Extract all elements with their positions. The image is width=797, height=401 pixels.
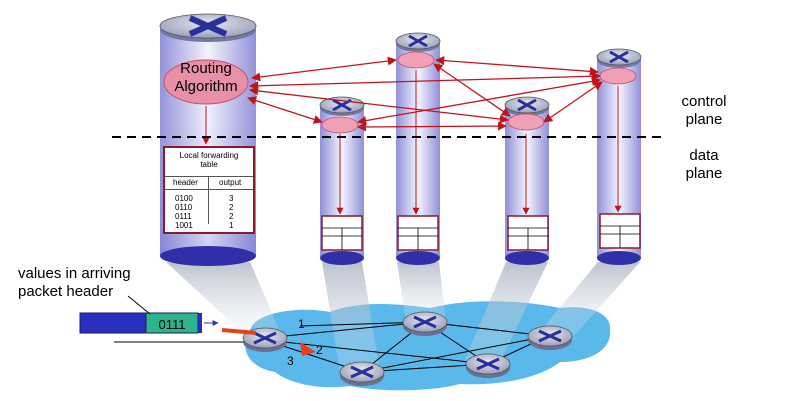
packet-header-value: 0111 bbox=[158, 317, 186, 332]
beam-main bbox=[166, 262, 282, 336]
cylinder-3 bbox=[395, 32, 441, 265]
control-arrows bbox=[247, 56, 603, 132]
beam-c3 bbox=[397, 262, 446, 322]
forwarding-table-title: Local forwarding table bbox=[179, 151, 239, 169]
beam-c5 bbox=[536, 262, 640, 336]
link-number-1: 1 bbox=[298, 317, 305, 331]
beam-c2 bbox=[322, 262, 380, 372]
network-router-3 bbox=[339, 361, 385, 386]
forwarding-table-divider bbox=[208, 176, 209, 224]
network-router-2 bbox=[402, 311, 448, 336]
values-pointer bbox=[127, 295, 151, 315]
data-plane-label: data plane bbox=[685, 147, 723, 182]
forward-arrow bbox=[300, 342, 316, 356]
row-output: 2 bbox=[229, 203, 234, 212]
row-output: 2 bbox=[229, 212, 234, 221]
row-header: 0111 bbox=[175, 212, 192, 221]
packet-body bbox=[79, 312, 147, 334]
link-number-2: 2 bbox=[316, 343, 323, 357]
row-output: 3 bbox=[229, 194, 234, 203]
row-output: 1 bbox=[229, 221, 234, 230]
forwarding-table-header: header output bbox=[165, 176, 253, 190]
table-row: 0100 3 bbox=[165, 194, 253, 203]
table-row: 1001 1 bbox=[165, 221, 253, 230]
local-forwarding-table: Local forwarding table header output 010… bbox=[163, 146, 255, 234]
row-header: 1001 bbox=[175, 221, 193, 230]
header-col-label: header bbox=[173, 178, 198, 187]
cylinder-5 bbox=[596, 48, 642, 265]
values-arriving-label: values in arriving packet header bbox=[18, 265, 131, 300]
control-plane-label: control plane bbox=[681, 93, 727, 128]
routing-algorithm-label: Routing Algorithm bbox=[174, 60, 238, 95]
network-router-5 bbox=[527, 325, 573, 350]
cylinder-2 bbox=[319, 96, 365, 265]
network-router-4 bbox=[465, 353, 511, 378]
packet-tail bbox=[198, 313, 202, 333]
link-number-3: 3 bbox=[287, 354, 294, 368]
output-col-label: output bbox=[219, 178, 242, 187]
row-header: 0100 bbox=[175, 194, 193, 203]
incoming-packet-arrow bbox=[221, 328, 257, 335]
row-header: 0110 bbox=[175, 203, 193, 212]
table-row: 0110 2 bbox=[165, 203, 253, 212]
table-row: 0111 2 bbox=[165, 212, 253, 221]
routing-algorithm-blob bbox=[163, 59, 249, 105]
cylinder-4 bbox=[504, 96, 550, 265]
beam-c4 bbox=[464, 262, 548, 362]
